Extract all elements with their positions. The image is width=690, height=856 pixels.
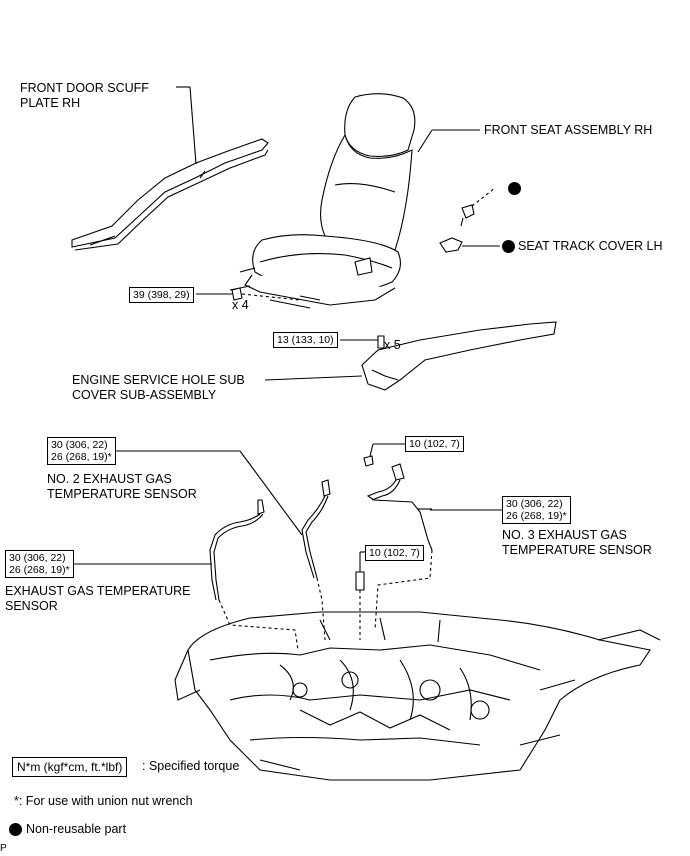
label-no3-sensor: NO. 3 EXHAUST GAS TEMPERATURE SENSOR xyxy=(502,528,652,557)
torque-exhaust-sensor: 30 (306, 22) 26 (268, 19)* xyxy=(5,550,74,578)
legend-torque-desc: : Specified torque xyxy=(142,759,240,773)
torque-no3-sensor: 30 (306, 22) 26 (268, 19)* xyxy=(502,496,571,524)
label-seat-track-cover: SEAT TRACK COVER LH xyxy=(518,239,663,253)
legend-torque-unit: N*m (kgf*cm, ft.*lbf) xyxy=(12,757,128,777)
legend-non-reusable: Non-reusable part xyxy=(26,822,127,836)
service-hole-bolt xyxy=(377,335,385,349)
torque-clamp-top: 10 (102, 7) xyxy=(405,436,464,452)
qty-service-hole-bolts: x 5 xyxy=(384,338,401,352)
non-reusable-icon xyxy=(508,182,521,195)
label-no2-sensor: NO. 2 EXHAUST GAS TEMPERATURE SENSOR xyxy=(47,472,197,501)
no3-exhaust-gas-temp-sensor xyxy=(363,455,433,551)
label-front-seat-assembly: FRONT SEAT ASSEMBLY RH xyxy=(484,123,653,137)
non-reusable-icon xyxy=(502,240,515,253)
torque-service-hole-bolt: 13 (133, 10) xyxy=(273,332,338,348)
front-door-scuff-plate xyxy=(71,138,269,251)
no2-exhaust-gas-temp-sensor xyxy=(301,479,331,579)
exhaust-gas-temp-sensor xyxy=(209,499,265,601)
torque-no2-sensor: 30 (306, 22) 26 (268, 19)* xyxy=(47,437,116,465)
qty-seat-bolts: x 4 xyxy=(232,298,249,312)
seat-bolt xyxy=(231,287,243,301)
label-engine-service-hole-cover: ENGINE SERVICE HOLE SUB COVER SUB-ASSEMB… xyxy=(72,373,245,402)
seat-track-cover xyxy=(439,204,475,253)
engine-compartment xyxy=(174,611,661,781)
torque-seat-bolt: 39 (398, 29) xyxy=(129,287,194,303)
corner-mark: P xyxy=(0,843,7,854)
legend-union-nut: *: For use with union nut wrench xyxy=(14,794,193,808)
non-reusable-icon xyxy=(9,823,22,836)
engine-service-hole-cover xyxy=(361,321,557,391)
front-seat-assembly xyxy=(229,93,416,309)
torque-clamp-bolt: 10 (102, 7) xyxy=(365,545,424,561)
clamp-bolt xyxy=(355,571,365,591)
label-front-door-scuff-plate: FRONT DOOR SCUFF PLATE RH xyxy=(20,81,149,110)
label-exhaust-sensor: EXHAUST GAS TEMPERATURE SENSOR xyxy=(5,584,191,613)
